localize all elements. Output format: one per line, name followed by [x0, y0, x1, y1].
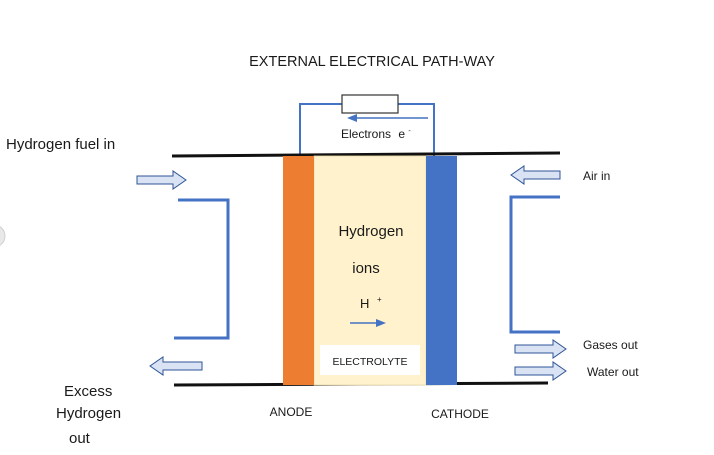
hydrogen-label: Hydrogen — [338, 223, 403, 240]
electrolyte-label: ELECTROLYTE — [332, 356, 407, 368]
edge-circle-decoration — [0, 226, 6, 246]
excess-hydrogen-label-line3: out — [69, 430, 91, 447]
cathode-electrode — [426, 156, 457, 385]
cathode-label: CATHODE — [431, 407, 489, 421]
resistor — [341, 94, 399, 114]
electrolyte-label-box — [320, 345, 420, 375]
water-out-arrow — [514, 361, 567, 381]
water-out-label: Water out — [587, 365, 639, 379]
diagram-title: EXTERNAL ELECTRICAL PATH-WAY — [249, 54, 495, 70]
excess-hydrogen-label-line2: Hydrogen — [56, 405, 121, 422]
excess-hydrogen-label-line1: Excess — [64, 383, 112, 400]
anode-fuel-channel — [174, 198, 230, 340]
cathode-air-channel — [509, 195, 560, 334]
air-in-label: Air in — [583, 169, 610, 183]
hydrogen-fuel-in-label: Hydrogen fuel in — [6, 136, 115, 153]
electrons-label: Electrons e - — [341, 127, 411, 141]
excess-hydrogen-out-arrow — [149, 356, 203, 376]
hydrogen-in-arrow — [136, 170, 187, 190]
gases-out-label: Gases out — [583, 338, 638, 352]
gases-out-arrow — [514, 339, 567, 359]
electron-flow-arrow-head — [347, 114, 357, 122]
anode-label: ANODE — [270, 405, 313, 419]
ion-flow-arrow-head — [376, 319, 386, 327]
ions-label: ions — [352, 260, 380, 277]
h-plus-label: H + — [360, 295, 382, 311]
air-in-arrow — [510, 165, 561, 185]
top-plate-line — [171, 151, 561, 158]
anode-electrode — [283, 156, 314, 385]
